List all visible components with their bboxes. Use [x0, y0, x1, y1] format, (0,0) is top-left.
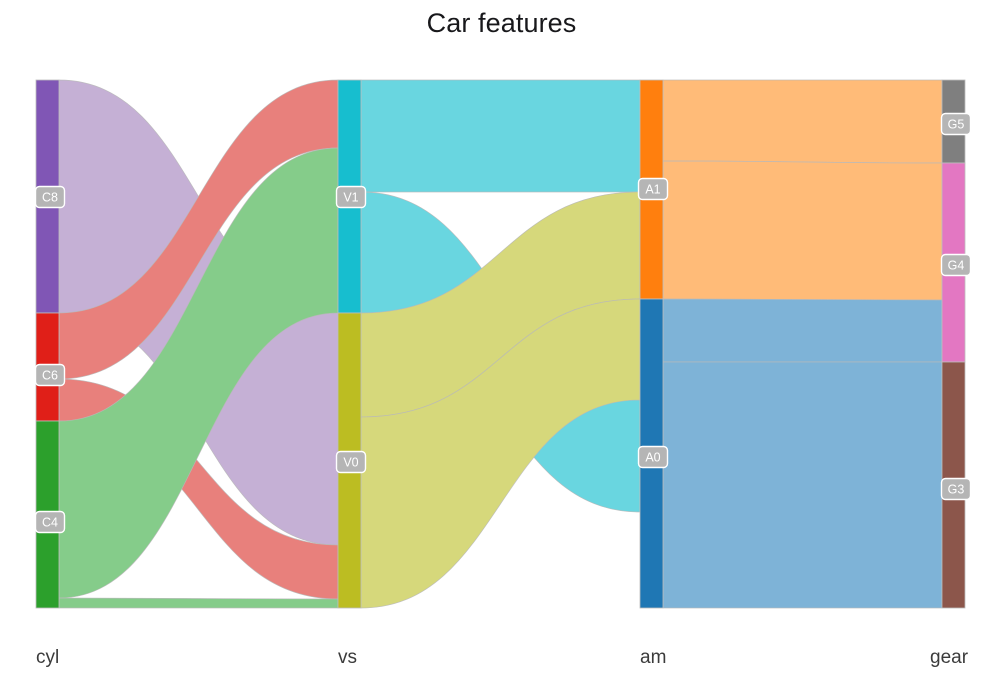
flow-ribbon-a1-g5[interactable]	[662, 79, 943, 164]
node-label-badge-v1	[335, 185, 367, 209]
flow-ribbon-layer	[58, 79, 943, 609]
node-label-badge-c8	[34, 185, 66, 209]
node-label-v1: V1	[335, 185, 367, 209]
flow-ribbon-v1-a1[interactable]	[360, 79, 641, 193]
node-label-text-g4: G4	[948, 258, 965, 272]
flow-ribbon-a1-g4[interactable]	[662, 160, 943, 301]
node-label-text-g5: G5	[948, 117, 965, 131]
node-label-badge-g3	[940, 477, 972, 501]
axis-label-am: am	[640, 647, 667, 668]
node-label-g3: G3	[940, 477, 972, 501]
node-label-c4: C4	[34, 510, 66, 534]
node-label-badge-g4	[940, 253, 972, 277]
axis-label-cyl: cyl	[36, 647, 60, 668]
node-label-badge-g5	[940, 112, 972, 136]
node-label-g5: G5	[940, 112, 972, 136]
node-label-text-a1: A1	[645, 182, 660, 196]
node-label-text-a0: A0	[645, 450, 660, 464]
node-label-v0: V0	[335, 450, 367, 474]
node-label-badge-a1	[637, 177, 669, 201]
flow-ribbon-v0-a0[interactable]	[360, 298, 641, 609]
node-label-text-v1: V1	[343, 190, 358, 204]
node-label-c6: C6	[34, 363, 66, 387]
node-label-text-v0: V0	[343, 455, 358, 469]
node-label-g4: G4	[940, 253, 972, 277]
page-title: Car features	[426, 8, 577, 38]
node-label-badge-v0	[335, 450, 367, 474]
flow-ribbon-a0-g4[interactable]	[662, 298, 943, 363]
node-label-a0: A0	[637, 445, 669, 469]
node-label-badge-a0	[637, 445, 669, 469]
node-label-text-c4: C4	[42, 515, 58, 529]
flow-ribbon-a0-g3[interactable]	[662, 361, 943, 609]
node-label-c8: C8	[34, 185, 66, 209]
node-label-badge-c4	[34, 510, 66, 534]
axis-label-vs: vs	[338, 647, 357, 668]
node-label-text-c6: C6	[42, 368, 58, 382]
node-label-badge-c6	[34, 363, 66, 387]
node-label-text-c8: C8	[42, 190, 58, 204]
node-label-a1: A1	[637, 177, 669, 201]
axis-label-gear: gear	[930, 647, 969, 668]
node-label-text-g3: G3	[948, 482, 965, 496]
flow-ribbon-c4-v0[interactable]	[58, 597, 339, 609]
